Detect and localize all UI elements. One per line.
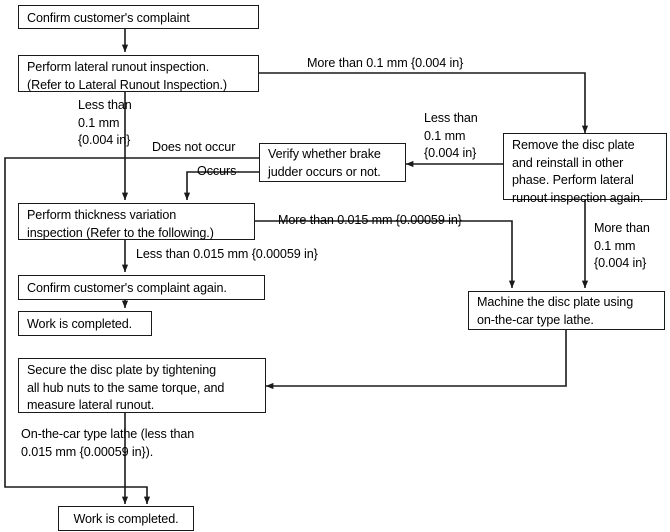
connector-runout-to-remove	[259, 72, 589, 134]
node-work-completed-lower[interactable]: Work is completed.	[58, 506, 194, 531]
node-work-completed-upper[interactable]: Work is completed.	[18, 311, 152, 336]
node-lateral-runout-inspection[interactable]: Perform lateral runout inspection. (Refe…	[18, 55, 259, 92]
edge-label-on-the-car-lathe-result: On-the-car type lathe (less than 0.015 m…	[21, 427, 195, 459]
connector-thickness-to-machine	[255, 220, 516, 289]
edge-label-does-not-occur: Does not occur	[152, 140, 236, 154]
edge-label-less-than-0015mm: Less than 0.015 mm {0.00059 in}	[136, 247, 318, 261]
node-machine-disc-plate[interactable]: Machine the disc plate using on-the-car …	[468, 291, 665, 330]
connector-verify-does-not-occur	[4, 157, 259, 505]
edge-label-less-than-01mm-right: Less than 0.1 mm {0.004 in}	[424, 111, 478, 160]
connector-machine-to-secure	[265, 330, 567, 390]
edge-label-more-than-01mm-right: More than 0.1 mm {0.004 in}	[594, 221, 650, 270]
node-confirm-complaint[interactable]: Confirm customer's complaint	[18, 5, 259, 29]
edge-label-occurs: Occurs	[197, 164, 237, 178]
edge-label-more-than-0015mm: More than 0.015 mm {0.00059 in}	[278, 213, 462, 227]
edge-label-less-than-01mm-left: Less than 0.1 mm {0.004 in}	[78, 98, 132, 147]
edge-label-more-than-01mm-top: More than 0.1 mm {0.004 in}	[307, 56, 464, 70]
node-remove-disc-plate[interactable]: Remove the disc plate and reinstall in o…	[503, 133, 667, 205]
node-thickness-variation-inspection[interactable]: Perform thickness variation inspection (…	[18, 203, 255, 240]
connector-verify-occurs	[183, 171, 259, 201]
node-secure-disc-plate[interactable]: Secure the disc plate by tightening all …	[18, 358, 266, 413]
node-confirm-complaint-again[interactable]: Confirm customer's complaint again.	[18, 275, 265, 300]
node-verify-brake-judder[interactable]: Verify whether brake judder occurs or no…	[259, 143, 406, 182]
